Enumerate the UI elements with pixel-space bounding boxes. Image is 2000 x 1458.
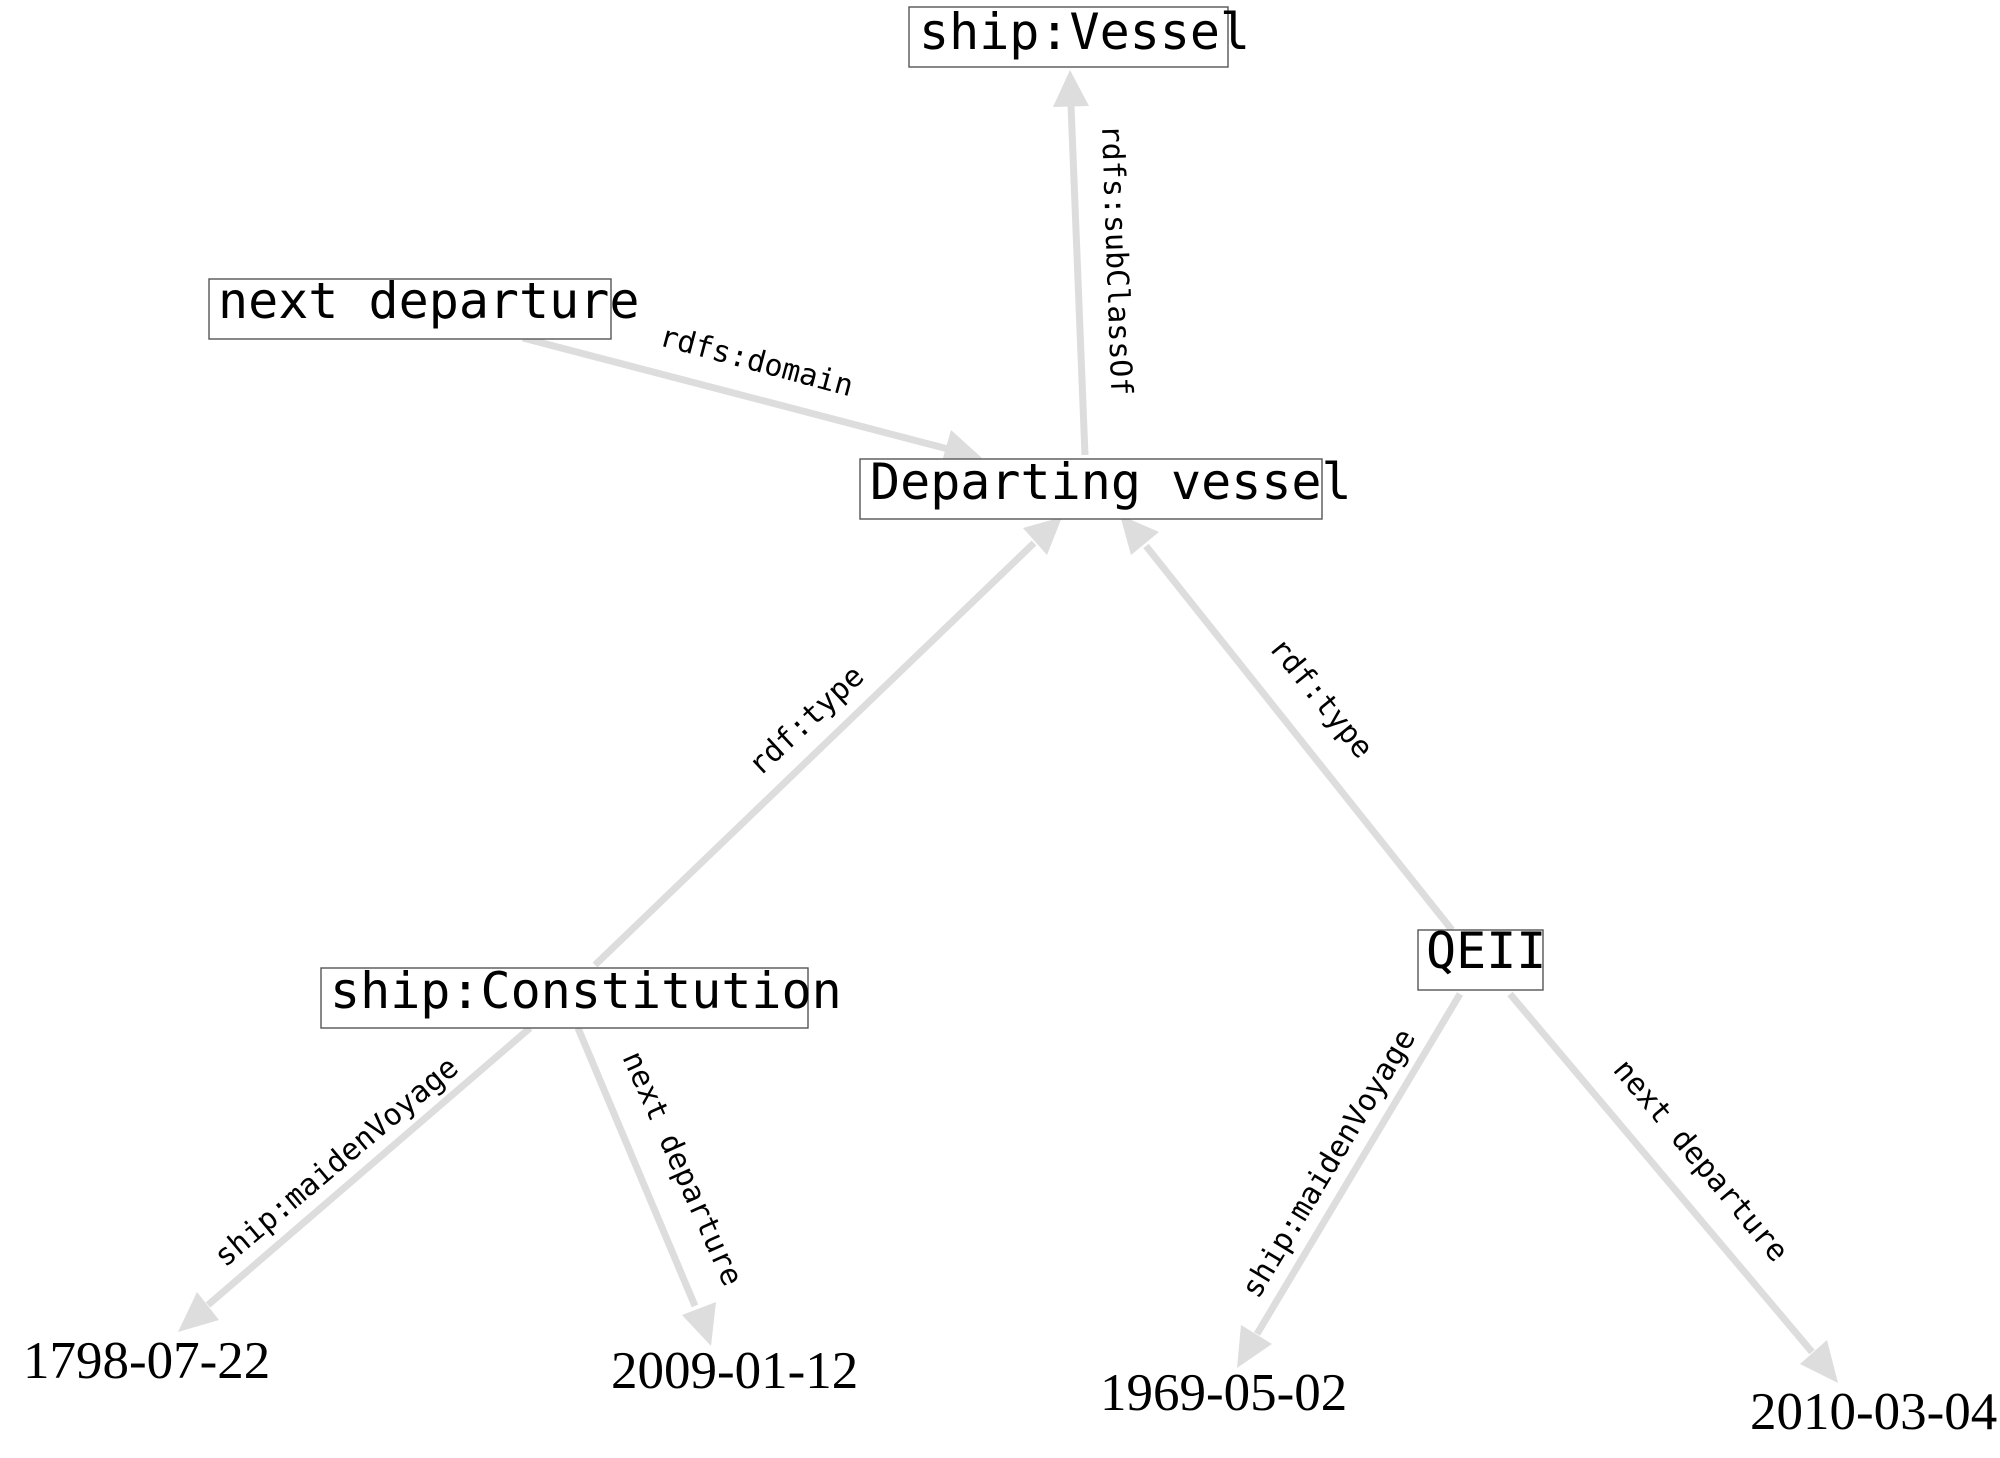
node-vessel[interactable]: ship:Vessel <box>908 3 1250 68</box>
node-constitution[interactable]: ship:Constitution <box>320 962 842 1029</box>
edge-qeii-next: next departure <box>1507 991 1838 1383</box>
edge-label-constitution-maiden: ship:maidenVoyage <box>208 1050 466 1274</box>
node-constitution-label: ship:Constitution <box>330 962 842 1020</box>
node-next-departure[interactable]: next departure <box>208 272 639 340</box>
edge-label-qeii-type: rdf:type <box>1262 631 1380 765</box>
node-departing-vessel-label: Departing vessel <box>870 453 1352 511</box>
edge-label-qeii-maiden: ship:maidenVoyage <box>1235 1023 1423 1304</box>
edge-constitution-next: next departure <box>574 1026 750 1346</box>
node-departing-vessel[interactable]: Departing vessel <box>859 453 1352 520</box>
edge-constitution-type: rdf:type <box>592 517 1062 968</box>
edge-subclassof: rdfs:subClassOf <box>1053 70 1138 456</box>
node-next-departure-label: next departure <box>218 272 639 330</box>
edge-qeii-maiden: ship:maidenVoyage <box>1235 992 1464 1368</box>
literal-1969-05-02: 1969-05-02 <box>1100 1364 1347 1422</box>
literal-2009-01-12: 2009-01-12 <box>611 1342 858 1400</box>
edge-label-domain: rdfs:domain <box>656 319 857 404</box>
literal-2010-03-04: 2010-03-04 <box>1750 1383 1997 1441</box>
node-vessel-label: ship:Vessel <box>919 3 1250 61</box>
edge-label-qeii-next: next departure <box>1606 1053 1795 1269</box>
edge-constitution-maiden: ship:maidenVoyage <box>178 1025 533 1332</box>
literal-1798-07-22: 1798-07-22 <box>23 1332 270 1390</box>
node-qeii-label: QEII <box>1426 922 1546 980</box>
node-qeii[interactable]: QEII <box>1417 922 1546 991</box>
edge-label-subclassof: rdfs:subClassOf <box>1094 124 1138 396</box>
edge-qeii-type: rdf:type <box>1120 515 1455 933</box>
edge-domain: rdfs:domain <box>522 319 982 465</box>
